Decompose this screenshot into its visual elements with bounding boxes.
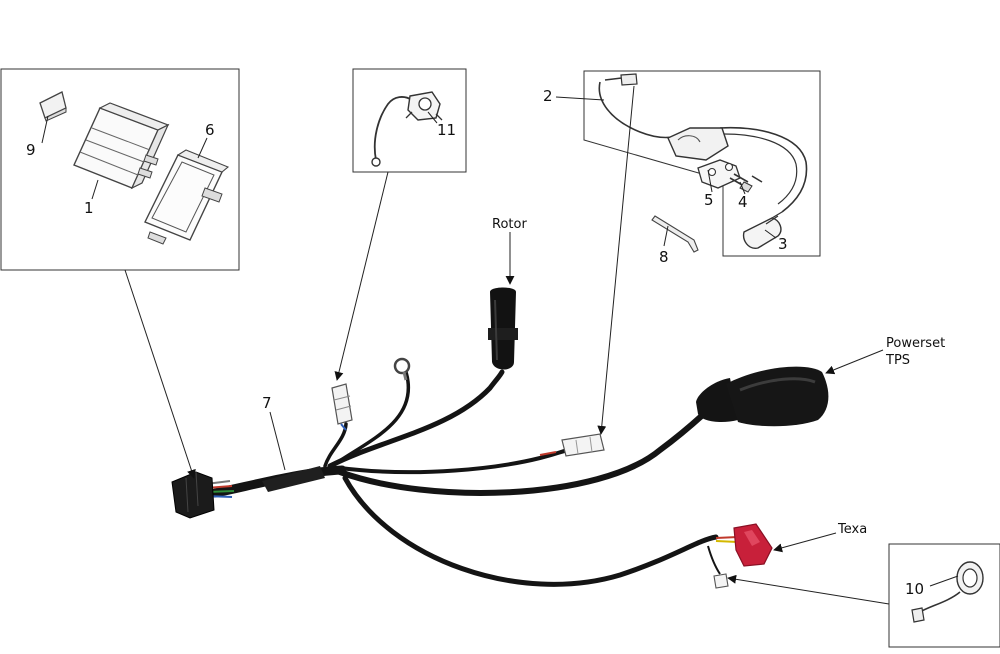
- inset-ecu-parts: 9 1 6: [0, 68, 240, 271]
- label-tps: TPS: [885, 353, 910, 368]
- leader-4: [739, 181, 746, 195]
- label-rotor: Rotor: [492, 217, 527, 232]
- leader-6: [197, 137, 208, 159]
- reference-arrows: [124, 85, 890, 605]
- texa-connector: [715, 523, 773, 567]
- part-9-pad: [39, 91, 67, 122]
- callout-5: 5: [704, 191, 714, 209]
- leader-7: [269, 411, 286, 471]
- leader-2: [555, 96, 605, 101]
- harness-sleeve: [262, 466, 325, 492]
- arrow-powerset: [825, 349, 884, 375]
- arrow-sensor-to-connector: [334, 171, 389, 381]
- callout-8: 8: [659, 248, 669, 266]
- connector-sensor-11: [331, 383, 353, 431]
- arrow-ecu-to-connector: [124, 269, 196, 479]
- leader-8: [663, 225, 669, 247]
- part-1-ecu: [73, 102, 170, 190]
- arrow-part10: [727, 574, 890, 605]
- callout-2: 2: [543, 87, 553, 105]
- callout-10: 10: [905, 580, 924, 598]
- callout-4: 4: [738, 193, 748, 211]
- leader-9: [41, 115, 49, 144]
- leader-5: [707, 169, 713, 193]
- callout-1: 1: [84, 199, 94, 217]
- part-6-holder: [144, 149, 230, 245]
- inset-part-10: 10: [888, 543, 1000, 648]
- callout-7: 7: [262, 394, 272, 412]
- rotor-boot: [488, 287, 518, 370]
- leader-10: [929, 575, 959, 587]
- main-harness: 7: [171, 287, 829, 589]
- powerset-tps-boot: [696, 366, 829, 427]
- connector-part-10: [707, 545, 729, 589]
- leader-3: [764, 229, 777, 239]
- callout-11: 11: [437, 121, 456, 139]
- inset-coil-frame: [583, 70, 821, 257]
- ring-terminal: [393, 357, 411, 381]
- inset-coil-parts: 2 5 4 3 8: [543, 70, 821, 266]
- arrow-coil-to-connector: [597, 85, 635, 435]
- inset-part10-frame: [888, 543, 1000, 648]
- label-powerset: Powerset: [886, 336, 945, 351]
- connector-coil: [539, 433, 605, 457]
- main-ecu-connector: [171, 471, 215, 519]
- leader-1: [91, 179, 99, 200]
- callout-6: 6: [205, 121, 215, 139]
- label-texa: Texa: [837, 522, 867, 537]
- callout-9: 9: [26, 141, 36, 159]
- inset-sensor-11: 11: [352, 68, 467, 173]
- arrow-texa: [773, 532, 837, 553]
- leader-11: [427, 111, 438, 124]
- inset-sensor-frame: [352, 68, 467, 173]
- callout-3: 3: [778, 235, 788, 253]
